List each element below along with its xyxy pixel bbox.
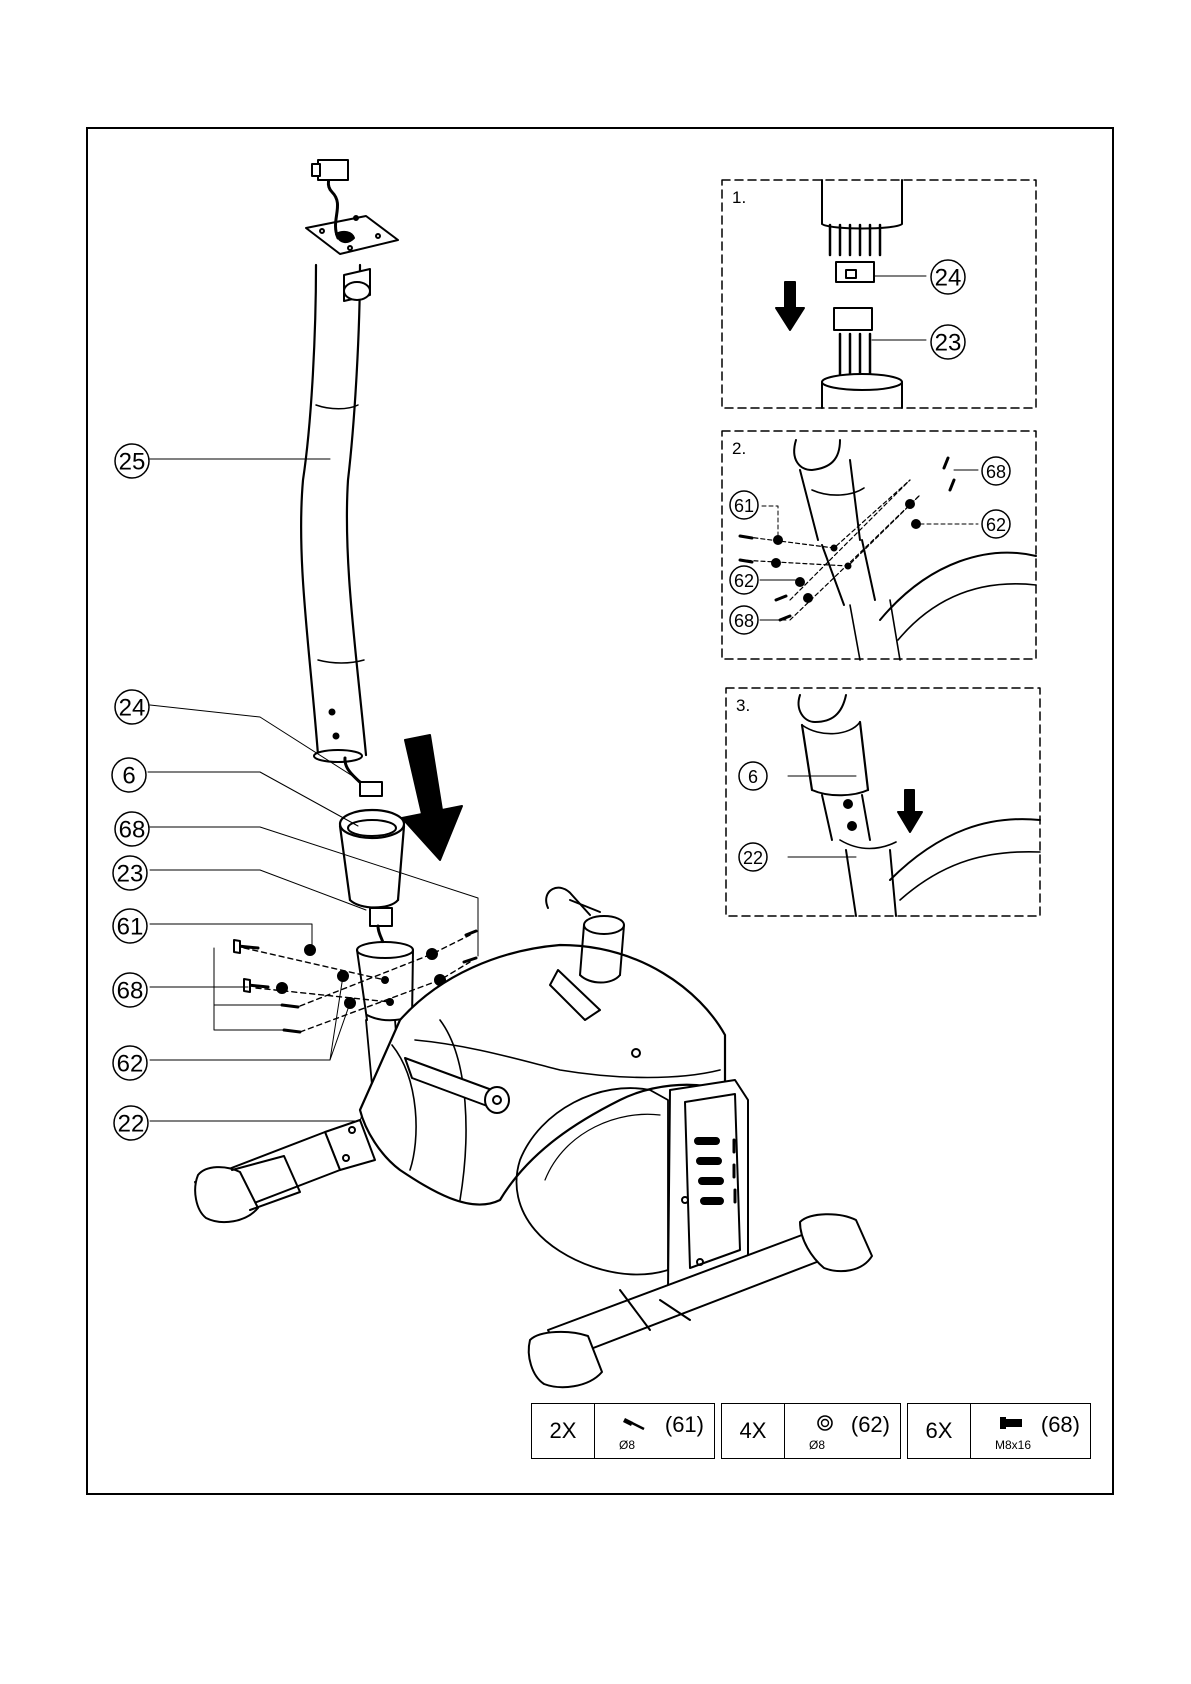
step1-callout-24: 24 (935, 265, 962, 292)
bike-body (195, 888, 872, 1387)
step3-callout-6: 6 (748, 767, 758, 787)
callout-25: 25 (119, 449, 146, 476)
down-arrow (402, 735, 462, 860)
cover-sleeve (340, 810, 404, 908)
washer-icon (813, 1414, 837, 1432)
size-61: Ø8 (619, 1438, 635, 1452)
callout-24: 24 (119, 695, 146, 722)
step-2-label: 2. (732, 439, 746, 458)
size-62: Ø8 (809, 1438, 825, 1452)
step-1-label: 1. (732, 188, 746, 207)
ref-62: (62) (851, 1412, 890, 1438)
parts-group-68: 6X (68) M8x16 (907, 1403, 1091, 1459)
hardware-parts-table: 2X (61) Ø8 4X (62) Ø8 6X (68) M8x16 (531, 1403, 1091, 1459)
step2-callout-62-left: 62 (734, 571, 754, 591)
step2-callout-61: 61 (734, 496, 754, 516)
step3-callout-22: 22 (743, 848, 763, 868)
bolt-icon (623, 1414, 647, 1432)
step-3-label: 3. (736, 696, 750, 715)
callout-61: 61 (117, 914, 144, 941)
callout-62: 62 (117, 1051, 144, 1078)
detail-step-1 (722, 180, 1036, 408)
callout-68-top: 68 (119, 817, 146, 844)
callout-23: 23 (117, 861, 144, 888)
step1-callout-23: 23 (935, 330, 962, 357)
parts-group-61: 2X (61) Ø8 (531, 1403, 715, 1459)
upright-tube (301, 160, 398, 796)
step2-callout-62-right: 62 (986, 515, 1006, 535)
callout-6: 6 (122, 763, 135, 790)
qty-62: 4X (722, 1404, 785, 1458)
detail-step-3 (726, 688, 1040, 916)
step2-callout-68-top: 68 (986, 462, 1006, 482)
ref-61: (61) (665, 1412, 704, 1438)
qty-68: 6X (908, 1404, 971, 1458)
callout-22: 22 (118, 1111, 145, 1138)
ref-68: (68) (1041, 1412, 1080, 1438)
callout-68-bottom: 68 (117, 978, 144, 1005)
step2-callout-68-bottom: 68 (734, 611, 754, 631)
qty-61: 2X (532, 1404, 595, 1458)
parts-group-62: 4X (62) Ø8 (721, 1403, 901, 1459)
screw-icon (999, 1414, 1023, 1432)
size-68: M8x16 (995, 1438, 1031, 1452)
